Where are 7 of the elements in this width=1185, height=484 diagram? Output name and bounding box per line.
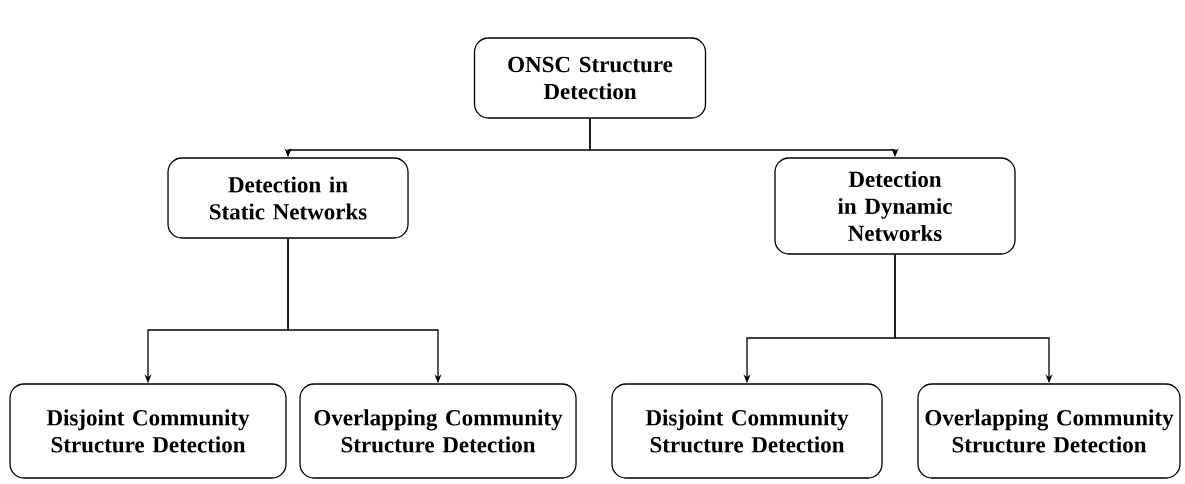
- process-box: Overlapping Community Structure Detection: [917, 383, 1181, 479]
- process-box: Overlapping Community Structure Detection: [299, 383, 577, 479]
- process-box: Detection in Static Networks: [167, 157, 409, 239]
- process-box: Detection in Dynamic Networks: [774, 157, 1016, 255]
- process-box: Disjoint Community Structure Detection: [9, 383, 287, 479]
- process-box: Disjoint Community Structure Detection: [611, 383, 883, 479]
- process-box: ONSC Structure Detection: [473, 37, 707, 119]
